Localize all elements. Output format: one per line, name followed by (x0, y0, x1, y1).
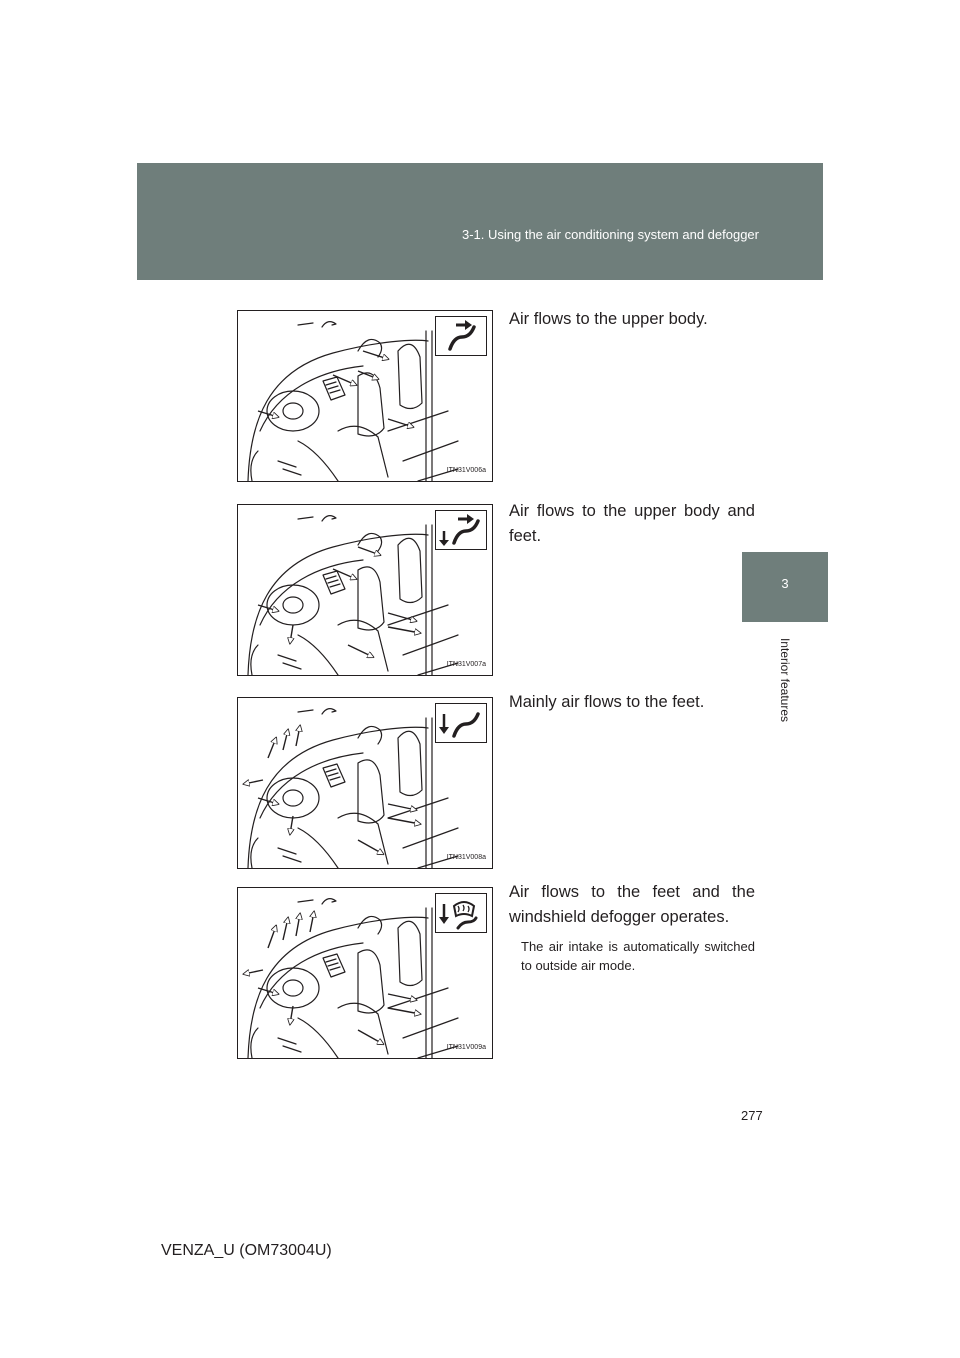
section-title: 3-1. Using the air conditioning system a… (461, 227, 759, 242)
cabin-illustration (238, 707, 459, 868)
face-vent-icon (435, 316, 487, 356)
chapter-tab: 3 (742, 552, 828, 622)
cabin-illustration (247, 514, 459, 675)
cabin-illustration (238, 897, 459, 1058)
figure-face-mode: ITN31V006a (237, 310, 493, 482)
mode-description: Air flows to the upper body and feet. (509, 502, 755, 545)
mode-description: Air flows to the feet and the windshield… (509, 883, 755, 926)
section-header: 3-1. Using the air conditioning system a… (137, 163, 823, 280)
manual-code: VENZA_U (OM73004U) (161, 1242, 332, 1259)
figure-bi-level-mode: ITN31V007a (237, 504, 493, 676)
bi-level-vent-icon (435, 510, 487, 550)
chapter-number: 3 (781, 576, 789, 591)
figure-code: ITN31V006a (446, 467, 486, 474)
figure-code: ITN31V007a (446, 661, 486, 668)
figure-code: ITN31V008a (446, 854, 486, 861)
foot-vent-icon (435, 703, 487, 743)
mode-description: Air flows to the upper body. (509, 310, 708, 328)
figure-foot-mode: ITN31V008a (237, 697, 493, 869)
figure-code: ITN31V009a (446, 1044, 486, 1051)
cabin-illustration (247, 321, 459, 481)
figure-foot-defrost-mode: ITN31V009a (237, 887, 493, 1059)
chapter-label: Interior features (778, 637, 792, 723)
mode-note: The air intake is automatically switched… (521, 939, 755, 973)
foot-defrost-icon (435, 893, 487, 933)
page-number: 277 (741, 1108, 763, 1123)
mode-description: Mainly air flows to the feet. (509, 693, 705, 711)
